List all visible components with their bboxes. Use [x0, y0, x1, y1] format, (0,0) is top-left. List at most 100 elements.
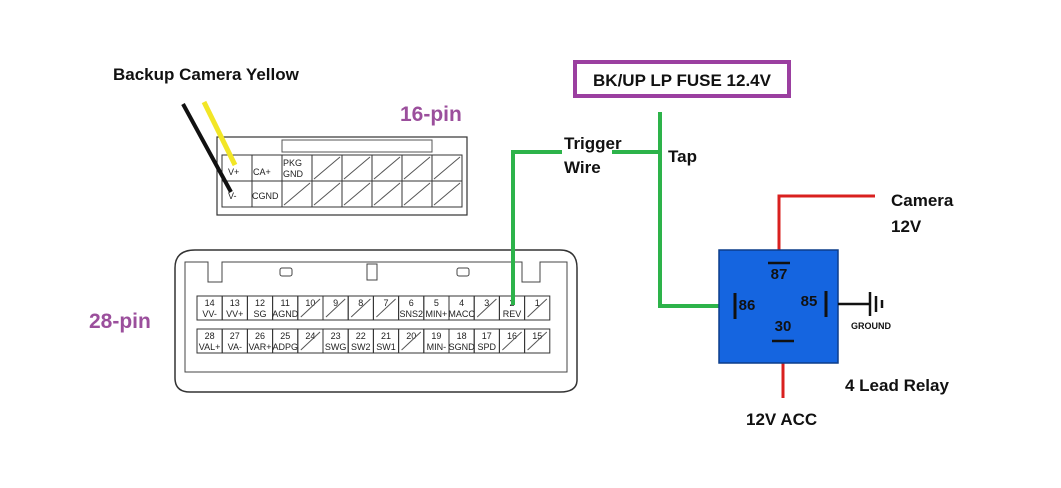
pin-name: SPD	[478, 342, 497, 352]
connector-16-pin: V+ CA+ PKG GND V- CGND	[216, 136, 468, 216]
acc-label: 12V ACC	[746, 410, 817, 429]
ground-symbol: GROUND	[838, 292, 891, 331]
connector-16-empty-mark	[313, 156, 341, 180]
connector-28-notch-center	[366, 263, 378, 281]
pin-name: MIN-	[427, 342, 447, 352]
fuse-box	[573, 60, 791, 98]
pin-empty-mark	[300, 298, 321, 318]
pin-ca-plus: CA+	[253, 167, 271, 177]
pin-cgnd: CGND	[252, 191, 279, 201]
pin-number: 23	[331, 331, 341, 341]
pin-number: 19	[431, 331, 441, 341]
pin-pkg-gnd-line1: PKG	[283, 158, 302, 168]
camera-yellow-wire	[201, 100, 238, 167]
pin-number: 9	[333, 298, 338, 308]
pin-number: 6	[409, 298, 414, 308]
connector-16-empty-mark	[403, 156, 431, 180]
pin-number: 7	[383, 298, 388, 308]
trigger-wire	[511, 150, 562, 305]
pin-name: SW1	[376, 342, 396, 352]
connector-16-empty-mark	[313, 182, 341, 206]
tap-label: Tap	[668, 147, 697, 166]
trigger-label-line1: Trigger	[564, 134, 622, 153]
pin-empty-mark	[476, 298, 497, 318]
wires	[181, 100, 875, 398]
connector-16-empty-mark	[343, 182, 371, 206]
pin-number: 15	[532, 331, 542, 341]
connector-16-key	[281, 139, 433, 153]
relay-body	[718, 249, 839, 364]
pin-number: 1	[535, 298, 540, 308]
pin-name: SW2	[351, 342, 371, 352]
pin-number: 10	[305, 298, 315, 308]
connector-16-empty-mark	[433, 156, 461, 180]
connector-16-cell	[431, 180, 463, 208]
connector-28-notch-right	[456, 267, 470, 277]
ground-label: GROUND	[851, 321, 891, 331]
camera-label-line1: Camera	[891, 191, 954, 210]
camera-12v-wire	[777, 194, 875, 258]
relay-name-label: 4 Lead Relay	[845, 376, 949, 395]
pin-number: 4	[459, 298, 464, 308]
pin-number: 21	[381, 331, 391, 341]
pin-v-plus: V+	[228, 167, 239, 177]
pin-name: VAL+	[199, 342, 221, 352]
backup-camera-label: Backup Camera Yellow	[113, 65, 300, 84]
pin-name: AGND	[272, 309, 299, 319]
pin-number: 24	[305, 331, 315, 341]
relay-pin-87: 87	[771, 266, 788, 283]
connector-16-empty-mark	[373, 182, 401, 206]
connector-16-empty-mark	[373, 156, 401, 180]
connector-28-cell	[524, 328, 551, 354]
pin-pkg-gnd-line2: GND	[283, 169, 304, 179]
pin-number: 22	[356, 331, 366, 341]
pin-empty-mark	[502, 331, 522, 351]
connector-28-inner	[184, 261, 568, 373]
tap-wire	[658, 112, 731, 308]
pin-number: 17	[482, 331, 492, 341]
pin-number: 16	[507, 331, 517, 341]
connector-16-empty-mark	[283, 182, 311, 206]
pin-name: SWG	[325, 342, 347, 352]
pin-number: 20	[406, 331, 416, 341]
connector-28-notch-left	[279, 267, 293, 277]
pin-empty-mark	[527, 331, 548, 351]
pin-number: 14	[205, 298, 215, 308]
relay-pin-86: 86	[739, 297, 756, 314]
trigger-label-line2: Wire	[564, 158, 601, 177]
pin16-title: 16-pin	[400, 103, 462, 126]
pin-number: 28	[205, 331, 215, 341]
connector-16-cells	[221, 154, 463, 208]
pin-name: VA-	[228, 342, 242, 352]
pin-name: ADPG	[272, 342, 298, 352]
pin-number: 27	[230, 331, 240, 341]
pin-name: MIN+	[426, 309, 448, 319]
pin-number: 26	[255, 331, 265, 341]
pin-name: MACC	[448, 309, 475, 319]
pin-name: REV	[503, 309, 522, 319]
camera-label-line2: 12V	[891, 217, 922, 236]
pin-name: VV-	[202, 309, 217, 319]
pin-number: 11	[281, 298, 290, 308]
pin-number: 8	[358, 298, 363, 308]
pin-number: 3	[484, 298, 489, 308]
pin-number: 12	[255, 298, 265, 308]
relay-pin-85: 85	[801, 293, 818, 310]
pin-name: VV+	[226, 309, 243, 319]
fuse-label: BK/UP LP FUSE 12.4V	[593, 71, 772, 90]
pin-empty-mark	[350, 298, 371, 318]
pin-number: 18	[457, 331, 467, 341]
connector-28-cell	[524, 295, 551, 321]
pin-name: SGND	[449, 342, 476, 352]
connector-28-shell	[174, 249, 578, 393]
camera-ground-wire	[181, 103, 233, 193]
pin-name: VAR+	[248, 342, 271, 352]
pin-empty-mark	[325, 298, 346, 318]
connector-16-empty-mark	[403, 182, 431, 206]
pin-number: 5	[434, 298, 439, 308]
connector-16-empty-mark	[433, 182, 461, 206]
connector-16-empty-mark	[343, 156, 371, 180]
